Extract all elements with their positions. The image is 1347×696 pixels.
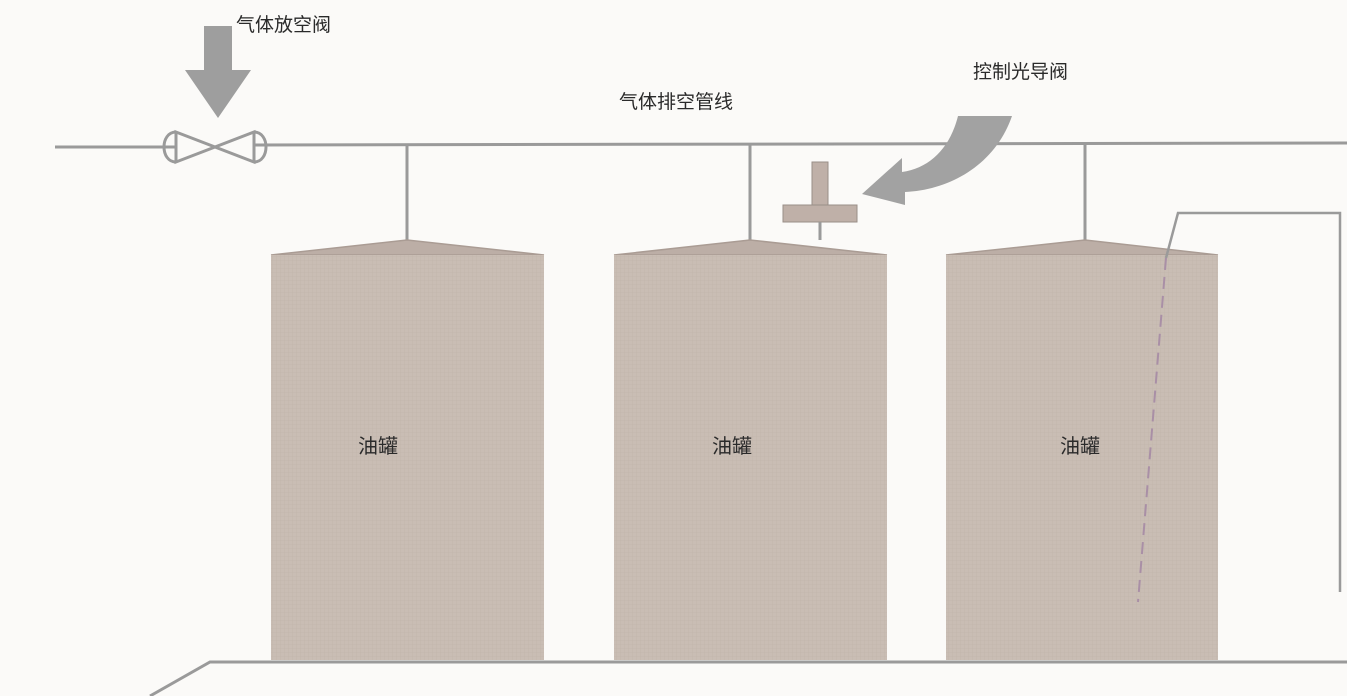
ground-platform [149,660,1347,696]
control-valve-label: 控制光导阀 [973,61,1069,83]
level-probe-line [1164,211,1342,592]
tank-3-label: 油罐 [1060,434,1100,458]
tank-1-label: 油罐 [358,434,398,458]
control-pilot-valve-icon [782,161,858,240]
tank-2-label: 油罐 [712,434,752,458]
vent-pipeline-main [254,141,1347,147]
level-probe-dashed [1137,257,1167,603]
vent-valve-icon [162,129,268,165]
tank-1 [270,239,545,660]
vent-valve-label: 气体放空阀 [236,14,332,36]
tank-3 [945,239,1219,660]
control-valve-arrow-icon [862,116,1012,205]
vent-valve-arrow-icon [185,26,251,118]
tank-2 [613,239,888,660]
vent-pipeline-label: 气体排空管线 [619,91,734,113]
